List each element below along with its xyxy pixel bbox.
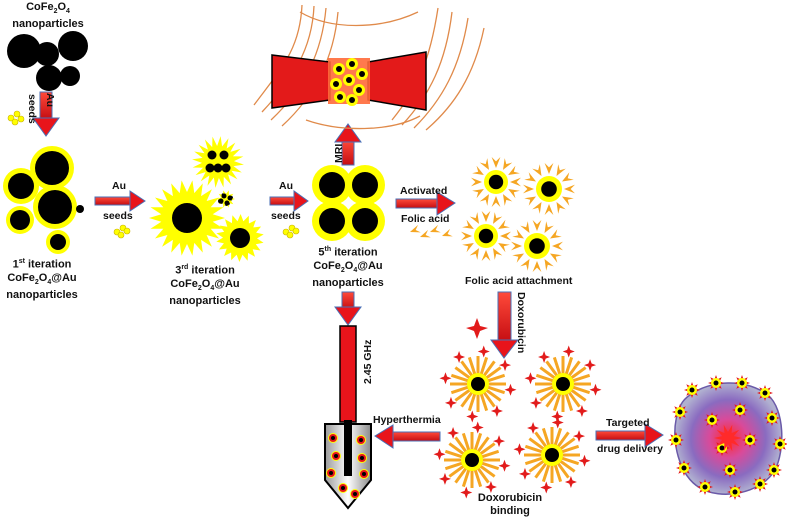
dox-particle xyxy=(513,416,591,494)
iteration-1-label: 1st iteration CoFe2O4@Au nanoparticles xyxy=(6,258,78,301)
tumor-particle xyxy=(752,476,768,492)
folic-attachment-label: Folic acid attachment xyxy=(465,275,573,287)
tumor-particle xyxy=(766,462,782,478)
iteration-5-particles xyxy=(312,165,385,241)
arrow-right-3 xyxy=(395,191,456,216)
arrow-down-1 xyxy=(32,91,60,137)
arrow-down-doxorubicin xyxy=(490,291,520,359)
folic-particle xyxy=(471,156,521,208)
spiky-core-small xyxy=(207,150,217,160)
tumor-particle xyxy=(732,402,748,418)
activated-label: Activated xyxy=(400,185,448,197)
tumor-particle xyxy=(764,410,780,426)
tumor-particle xyxy=(708,375,724,391)
mri-particles xyxy=(330,58,368,106)
tumor-particle xyxy=(757,385,773,401)
dox-particle xyxy=(439,345,517,423)
au-seed-dots-1 xyxy=(7,110,25,126)
hyperthermia-label: Hyperthermia xyxy=(373,414,441,426)
seeds-label-2: seeds xyxy=(103,210,133,222)
folic-particle xyxy=(461,210,511,262)
au-seed-dots-3 xyxy=(282,224,300,239)
spiky-core-small xyxy=(224,200,230,206)
ghz-label: 2.45 GHz xyxy=(362,339,374,384)
arrow-up-mri xyxy=(334,123,362,166)
tumor-particle xyxy=(684,382,700,398)
arrow-right-targeted xyxy=(595,423,664,448)
folic-molecule-small xyxy=(410,224,421,233)
tumor-particle xyxy=(668,432,684,448)
arrow-right-2 xyxy=(269,190,309,212)
tumor-particle xyxy=(727,484,743,500)
folic-molecule-small xyxy=(420,229,431,238)
hyperthermia-setup xyxy=(324,325,372,510)
seeds-label-vertical-1: seeds xyxy=(26,94,38,124)
tumor-particle xyxy=(672,404,688,420)
tumor-particle xyxy=(772,436,787,452)
spiky-particle-2 xyxy=(192,136,244,188)
iteration-5-label: 5th iteration CoFe2O4@Au nanoparticles xyxy=(312,246,384,289)
tumor-particle xyxy=(676,460,692,476)
tumor-particle xyxy=(734,375,750,391)
au-seed-dots-2 xyxy=(113,224,131,239)
au-label-3: Au xyxy=(279,180,293,192)
drug-delivery-label: drug delivery xyxy=(597,443,663,455)
folic-acid-label: Folic acid xyxy=(401,213,450,225)
au-label-2: Au xyxy=(112,180,126,192)
tumor-target xyxy=(668,375,787,500)
doxorubicin-star-icon xyxy=(466,318,488,339)
spiky-core-small xyxy=(205,163,215,173)
iteration-3-particles xyxy=(149,136,264,262)
spiky-core-small xyxy=(219,150,229,160)
arrow-down-ghz xyxy=(334,291,362,326)
doxorubicin-bound-particles xyxy=(433,345,602,499)
tumor-particle xyxy=(704,412,720,428)
spiky-core-small xyxy=(221,163,231,173)
seeds-label-3: seeds xyxy=(271,210,301,222)
tumor-particle xyxy=(742,432,758,448)
iteration-1-particles xyxy=(3,146,84,254)
spiky-core xyxy=(172,203,202,233)
folic-particle xyxy=(523,162,575,216)
mri-label: MRI xyxy=(333,143,345,163)
spiky-core-small xyxy=(213,163,223,173)
folic-molecule-small xyxy=(430,224,441,233)
doxorubicin-label-vertical: Doxorubicin xyxy=(515,292,527,354)
tumor-center-burst xyxy=(714,424,742,452)
arrow-left-hyperthermia xyxy=(374,424,441,449)
folic-molecule-small xyxy=(442,228,453,237)
vial-particles xyxy=(326,433,369,499)
folic-particle xyxy=(511,219,563,273)
spiky-core-small xyxy=(218,198,224,204)
au-label-vertical-1: Au xyxy=(44,93,56,107)
folic-attached-particles xyxy=(461,156,575,273)
dox-particle xyxy=(524,345,602,423)
folic-acid-molecules-small xyxy=(410,224,453,238)
spiky-core xyxy=(230,228,250,248)
targeted-label: Targeted xyxy=(606,417,650,429)
tumor-particle xyxy=(722,462,738,478)
tumor-particle xyxy=(697,479,713,495)
spiky-core-small xyxy=(221,193,227,199)
iteration-3-label: 3rd iteration CoFe2O4@Au nanoparticles xyxy=(169,264,241,307)
arrow-right-1 xyxy=(94,190,146,212)
cofe-top-label: CoFe2O4 nanoparticles xyxy=(12,1,84,31)
spiky-core-small xyxy=(227,195,233,201)
mri-scanner xyxy=(253,4,485,131)
cofe-nanoparticle-cluster xyxy=(7,31,88,91)
dox-particle xyxy=(433,421,511,499)
